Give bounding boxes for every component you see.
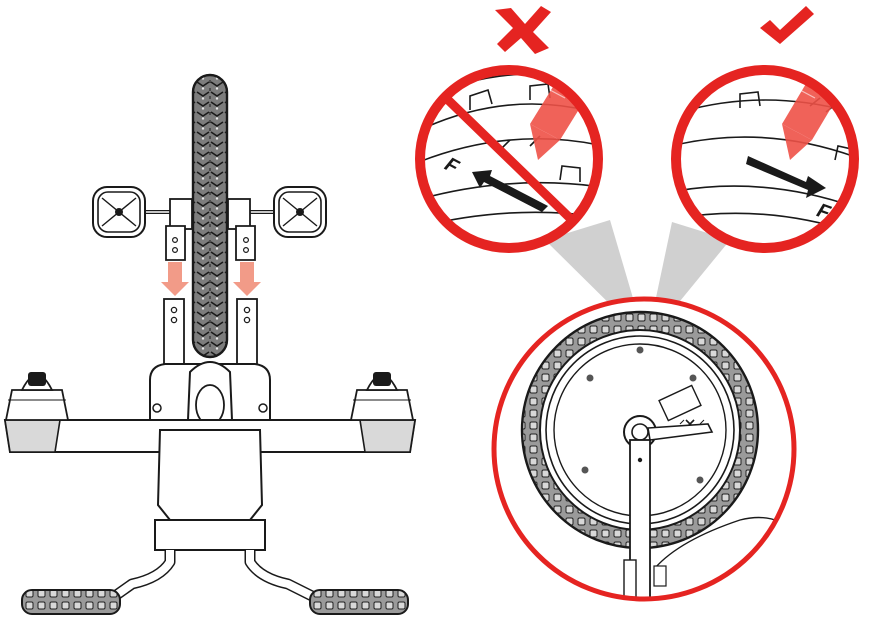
right-dropout-tab (235, 225, 256, 261)
right-handle-grip (309, 589, 409, 615)
correct-direction-arrow (746, 156, 826, 198)
right-grip-control (349, 372, 415, 421)
stem-body (156, 429, 264, 521)
wrong-direction-callout: F (415, 6, 603, 253)
left-training-wheel (92, 186, 146, 238)
down-arrow-right (233, 262, 261, 296)
left-axle-clamp (169, 198, 193, 230)
bike-assembly-view (3, 73, 417, 615)
front-wheel-tire (191, 73, 229, 359)
left-dropout-tab (165, 225, 186, 261)
down-arrow-left (161, 262, 189, 296)
left-grip-control (4, 372, 70, 421)
left-handle-grip (21, 589, 121, 615)
wrong-direction-arrow (472, 170, 548, 212)
stem-base (154, 519, 266, 551)
hub-detail-view (491, 296, 797, 602)
correct-direction-callout: F (671, 6, 859, 253)
check-mark-icon (760, 6, 814, 44)
right-axle-clamp (227, 198, 251, 230)
prohibited-slash (440, 92, 578, 226)
right-training-wheel (273, 186, 327, 238)
cross-mark-icon (495, 6, 551, 54)
